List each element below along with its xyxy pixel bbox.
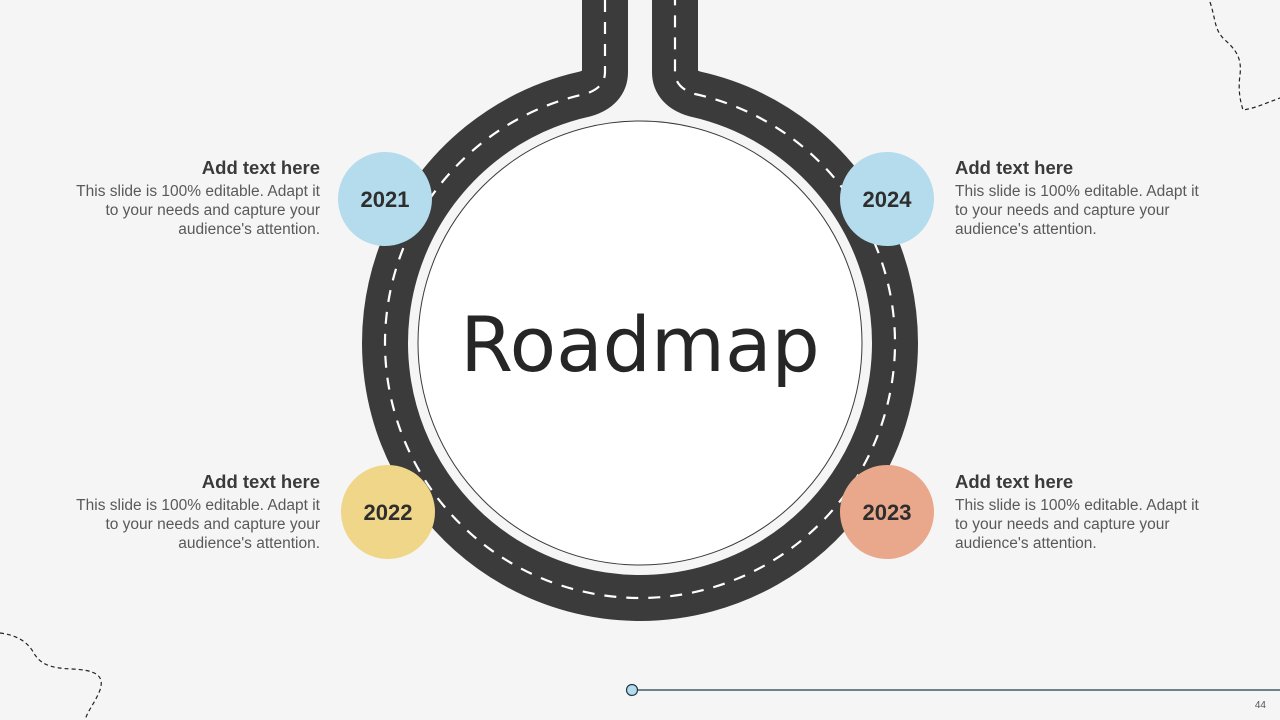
milestone-2022-text: Add text here This slide is 100% editabl… xyxy=(70,471,320,553)
milestone-2021-marker: 2021 xyxy=(338,152,432,246)
year-label: 2023 xyxy=(863,500,912,525)
milestone-heading: Add text here xyxy=(70,471,320,493)
milestone-description: This slide is 100% editable. Adapt it to… xyxy=(70,182,320,239)
milestone-description: This slide is 100% editable. Adapt it to… xyxy=(70,496,320,553)
footer-dot xyxy=(627,685,638,696)
milestone-description: This slide is 100% editable. Adapt it to… xyxy=(955,496,1205,553)
milestone-2023-text: Add text here This slide is 100% editabl… xyxy=(955,471,1205,553)
milestone-heading: Add text here xyxy=(955,471,1205,493)
center-title: Roadmap xyxy=(460,300,820,389)
milestone-2024-text: Add text here This slide is 100% editabl… xyxy=(955,157,1205,239)
milestone-description: This slide is 100% editable. Adapt it to… xyxy=(955,182,1205,239)
milestone-2022-marker: 2022 xyxy=(341,465,435,559)
milestone-2024-marker: 2024 xyxy=(840,152,934,246)
year-label: 2021 xyxy=(361,187,410,212)
milestone-2021-text: Add text here This slide is 100% editabl… xyxy=(70,157,320,239)
page-number: 44 xyxy=(1255,700,1266,711)
year-label: 2022 xyxy=(364,500,413,525)
decorative-squiggle-top-right xyxy=(1210,2,1280,110)
year-label: 2024 xyxy=(863,187,913,212)
milestone-2023-marker: 2023 xyxy=(840,465,934,559)
decorative-squiggle-bottom-left xyxy=(0,633,101,720)
milestone-heading: Add text here xyxy=(955,157,1205,179)
milestone-heading: Add text here xyxy=(70,157,320,179)
